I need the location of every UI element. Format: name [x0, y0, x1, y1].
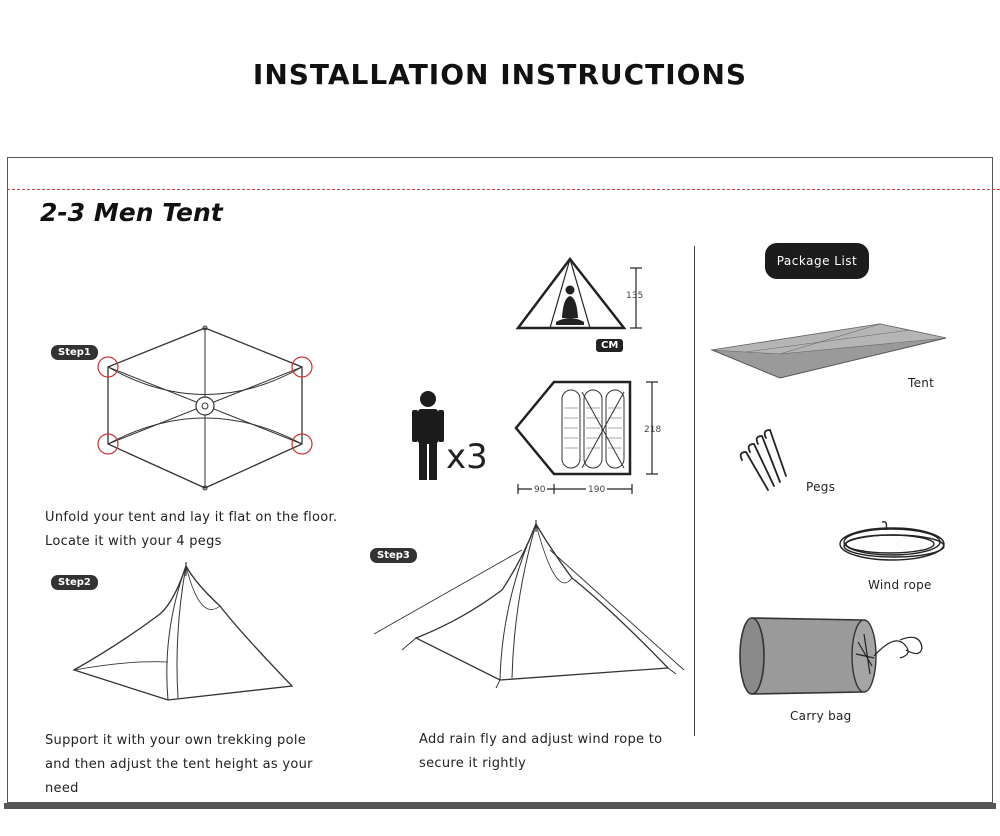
pegs-icon	[739, 429, 787, 491]
step2-caption: Support it with your own trekking pole a…	[45, 729, 313, 801]
page-title: INSTALLATION INSTRUCTIONS	[252, 58, 748, 91]
step1-caption-line: Unfold your tent and lay it flat on the …	[45, 510, 338, 525]
step3-badge: Step3	[370, 548, 417, 563]
vestibule-dimension: 90	[532, 485, 548, 495]
package-item-label: Pegs	[806, 480, 836, 494]
length-dimension: 218	[644, 425, 662, 435]
package-item-label: Wind rope	[868, 578, 932, 592]
wind-rope-icon	[839, 520, 945, 561]
frame-bottom-bar	[4, 803, 996, 809]
step3-tent-rainfly-icon	[373, 520, 685, 689]
step2-tent-pitched-icon	[72, 562, 294, 701]
package-item-label: Tent	[908, 376, 935, 390]
section-title: 2-3 Men Tent	[40, 198, 223, 227]
package-item-label: Carry bag	[790, 709, 852, 723]
step2-caption-line: Support it with your own trekking pole	[45, 733, 307, 748]
step2-caption-line: need	[45, 781, 79, 796]
step1-badge: Step1	[51, 345, 98, 360]
step3-caption: Add rain fly and adjust wind rope to sec…	[419, 728, 662, 776]
tent-side-view-icon	[515, 256, 642, 330]
step1-caption-line: Locate it with your 4 pegs	[45, 534, 222, 549]
unit-badge: CM	[596, 339, 624, 352]
carry-bag-icon	[739, 617, 923, 695]
dashed-divider	[7, 189, 1000, 190]
inner-width-dimension: 190	[586, 485, 608, 495]
height-dimension: 135	[626, 291, 644, 301]
step1-caption: Unfold your tent and lay it flat on the …	[45, 506, 337, 554]
step3-caption-line: secure it rightly	[419, 756, 527, 771]
capacity-label: x3	[446, 437, 488, 477]
tent-flat-icon	[710, 323, 947, 379]
step3-caption-line: Add rain fly and adjust wind rope to	[419, 732, 663, 747]
person-icon	[412, 391, 444, 480]
package-list-badge: Package List	[765, 243, 869, 279]
content-frame	[7, 157, 993, 803]
tent-top-view-icon	[514, 380, 658, 494]
step1-tent-floor-icon	[97, 325, 313, 491]
step2-caption-line: and then adjust the tent height as your	[45, 757, 313, 772]
step2-badge: Step2	[51, 575, 98, 590]
vertical-divider	[694, 246, 695, 736]
